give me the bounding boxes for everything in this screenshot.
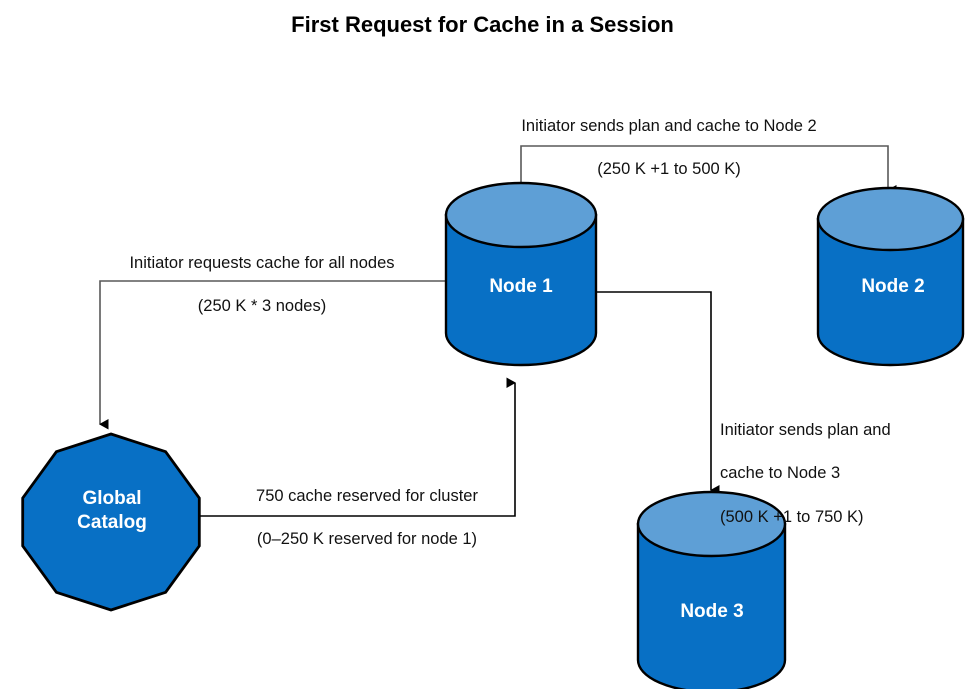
edge-label-node1-to-node2: Initiator sends plan and cache to Node 2…: [494, 94, 844, 203]
node-node1[interactable]: [444, 181, 598, 367]
edge-label-global-catalog-to-node1: 750 cache reserved for cluster (0–250 K …: [212, 464, 522, 573]
edge-label-line-2: (0–250 K reserved for node 1): [256, 530, 478, 549]
edge-label-line-1: Initiator requests cache for all nodes: [129, 253, 395, 272]
edge-label-line-2: (250 K * 3 nodes): [197, 297, 327, 316]
edge-label-line-1: Initiator sends plan and cache to Node 2: [521, 116, 817, 135]
connector-node1-to-node2: [520, 145, 897, 200]
edge-label-line-3: (500 K +1 to 750 K): [720, 507, 864, 526]
page-title: First Request for Cache in a Session: [291, 12, 674, 37]
edge-label-node1-to-global-catalog: Initiator requests cache for all nodes (…: [92, 231, 432, 340]
node-global-catalog[interactable]: [21, 432, 201, 612]
edge-label-node1-to-node3: Initiator sends plan and cache to Node 3…: [720, 398, 940, 550]
edge-label-line-2: (250 K +1 to 500 K): [597, 160, 741, 179]
edge-label-line-1: Initiator sends plan and: [720, 420, 891, 439]
connector-node1-to-global-catalog: [99, 280, 452, 430]
node-node3[interactable]: [636, 490, 787, 689]
edge-label-line-2: cache to Node 3: [720, 464, 841, 483]
connector-global-catalog-to-node1: [198, 377, 516, 517]
edge-label-line-1: 750 cache reserved for cluster: [256, 486, 478, 505]
connector-node1-to-node3: [592, 291, 720, 496]
node-node2[interactable]: [816, 186, 965, 367]
